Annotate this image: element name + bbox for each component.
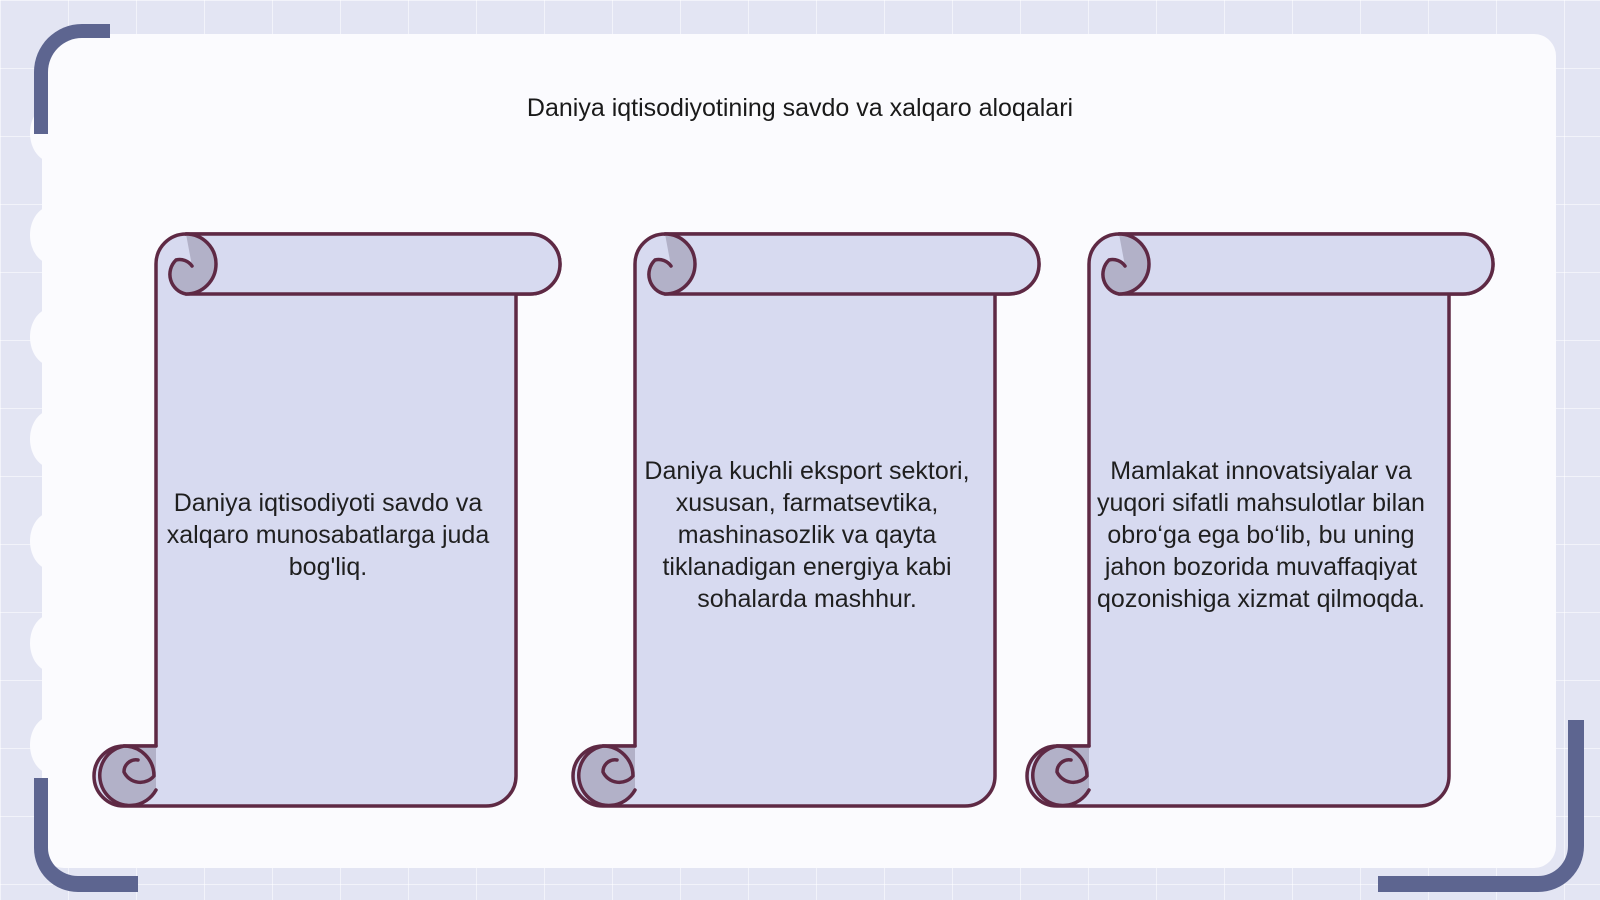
scallop-edge bbox=[30, 206, 74, 264]
scallop-edge bbox=[30, 410, 74, 468]
scroll-card-3: Mamlakat innovatsiyalar va yuqori sifatl… bbox=[1023, 230, 1523, 830]
scallop-edge bbox=[30, 716, 74, 774]
scallop-edge bbox=[30, 308, 74, 366]
scroll-card-2: Daniya kuchli eksport sektori, xususan, … bbox=[569, 230, 1069, 830]
corner-bracket-bottom-right bbox=[1378, 720, 1584, 892]
scroll-card-1: Daniya iqtisodiyoti savdo va xalqaro mun… bbox=[90, 230, 590, 830]
slide-title: Daniya iqtisodiyotining savdo va xalqaro… bbox=[526, 94, 1074, 122]
scallop-edge bbox=[30, 614, 74, 672]
scroll-card-text: Daniya kuchli eksport sektori, xususan, … bbox=[644, 457, 970, 613]
scroll-card-text: Mamlakat innovatsiyalar va yuqori sifatl… bbox=[1097, 457, 1425, 613]
corner-bracket-bottom-left bbox=[34, 778, 138, 892]
scallop-edge bbox=[30, 512, 74, 570]
scroll-card-text: Daniya iqtisodiyoti savdo va xalqaro mun… bbox=[166, 489, 490, 581]
